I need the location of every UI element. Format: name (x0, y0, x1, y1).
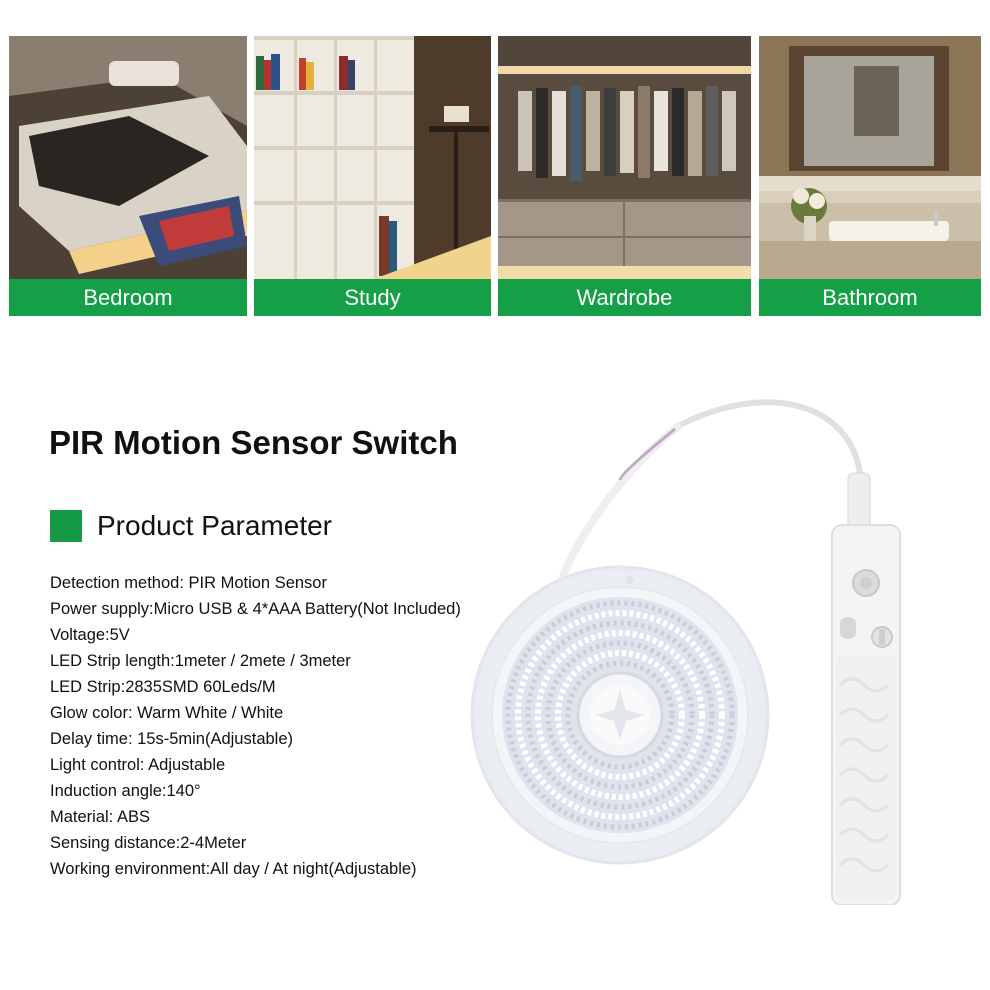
parameter-item: LED Strip:2835SMD 60Leds/M (50, 678, 276, 696)
parameter-item: Material: ABS (50, 808, 150, 826)
bedroom-photo (9, 36, 247, 279)
cable-connector (847, 472, 871, 529)
scene-label: Study (254, 279, 491, 316)
parameter-item: Sensing distance:2-4Meter (50, 834, 247, 852)
scene-label: Bathroom (759, 279, 981, 316)
parameter-item: Delay time: 15s-5min(Adjustable) (50, 730, 294, 748)
parameter-item: Glow color: Warm White / White (50, 704, 284, 722)
parameter-item: LED Strip length:1meter / 2mete / 3meter (50, 652, 351, 670)
page-title: PIR Motion Sensor Switch (49, 424, 458, 461)
wardrobe-photo (498, 36, 751, 279)
scene-bathroom: Bathroom (759, 36, 981, 316)
bathroom-photo (759, 36, 981, 279)
sensor-cable (678, 399, 863, 474)
parameter-item: Working environment:All day / At night(A… (50, 860, 417, 878)
light-sensor-icon (840, 617, 856, 639)
scene-study: Study (254, 36, 491, 316)
study-photo (254, 36, 491, 279)
parameter-item: Power supply:Micro USB & 4*AAA Battery(N… (50, 600, 461, 618)
parameter-item: Detection method: PIR Motion Sensor (50, 574, 327, 592)
section-title: Product Parameter (97, 510, 332, 541)
scene-wardrobe: Wardrobe (498, 36, 751, 316)
scene-bedroom: Bedroom (9, 36, 247, 316)
parameter-item: Voltage:5V (50, 626, 130, 644)
scene-label: Wardrobe (498, 279, 751, 316)
pir-sensor-box (831, 524, 901, 905)
product-image (470, 399, 901, 905)
parameter-item: Light control: Adjustable (50, 756, 226, 774)
parameter-list: Detection method: PIR Motion Sensor Powe… (50, 570, 461, 882)
scene-label: Bedroom (9, 279, 247, 316)
led-reel (470, 565, 770, 865)
strip-lead (556, 421, 683, 587)
section-marker (50, 510, 82, 542)
parameter-item: Induction angle:140° (50, 782, 201, 800)
